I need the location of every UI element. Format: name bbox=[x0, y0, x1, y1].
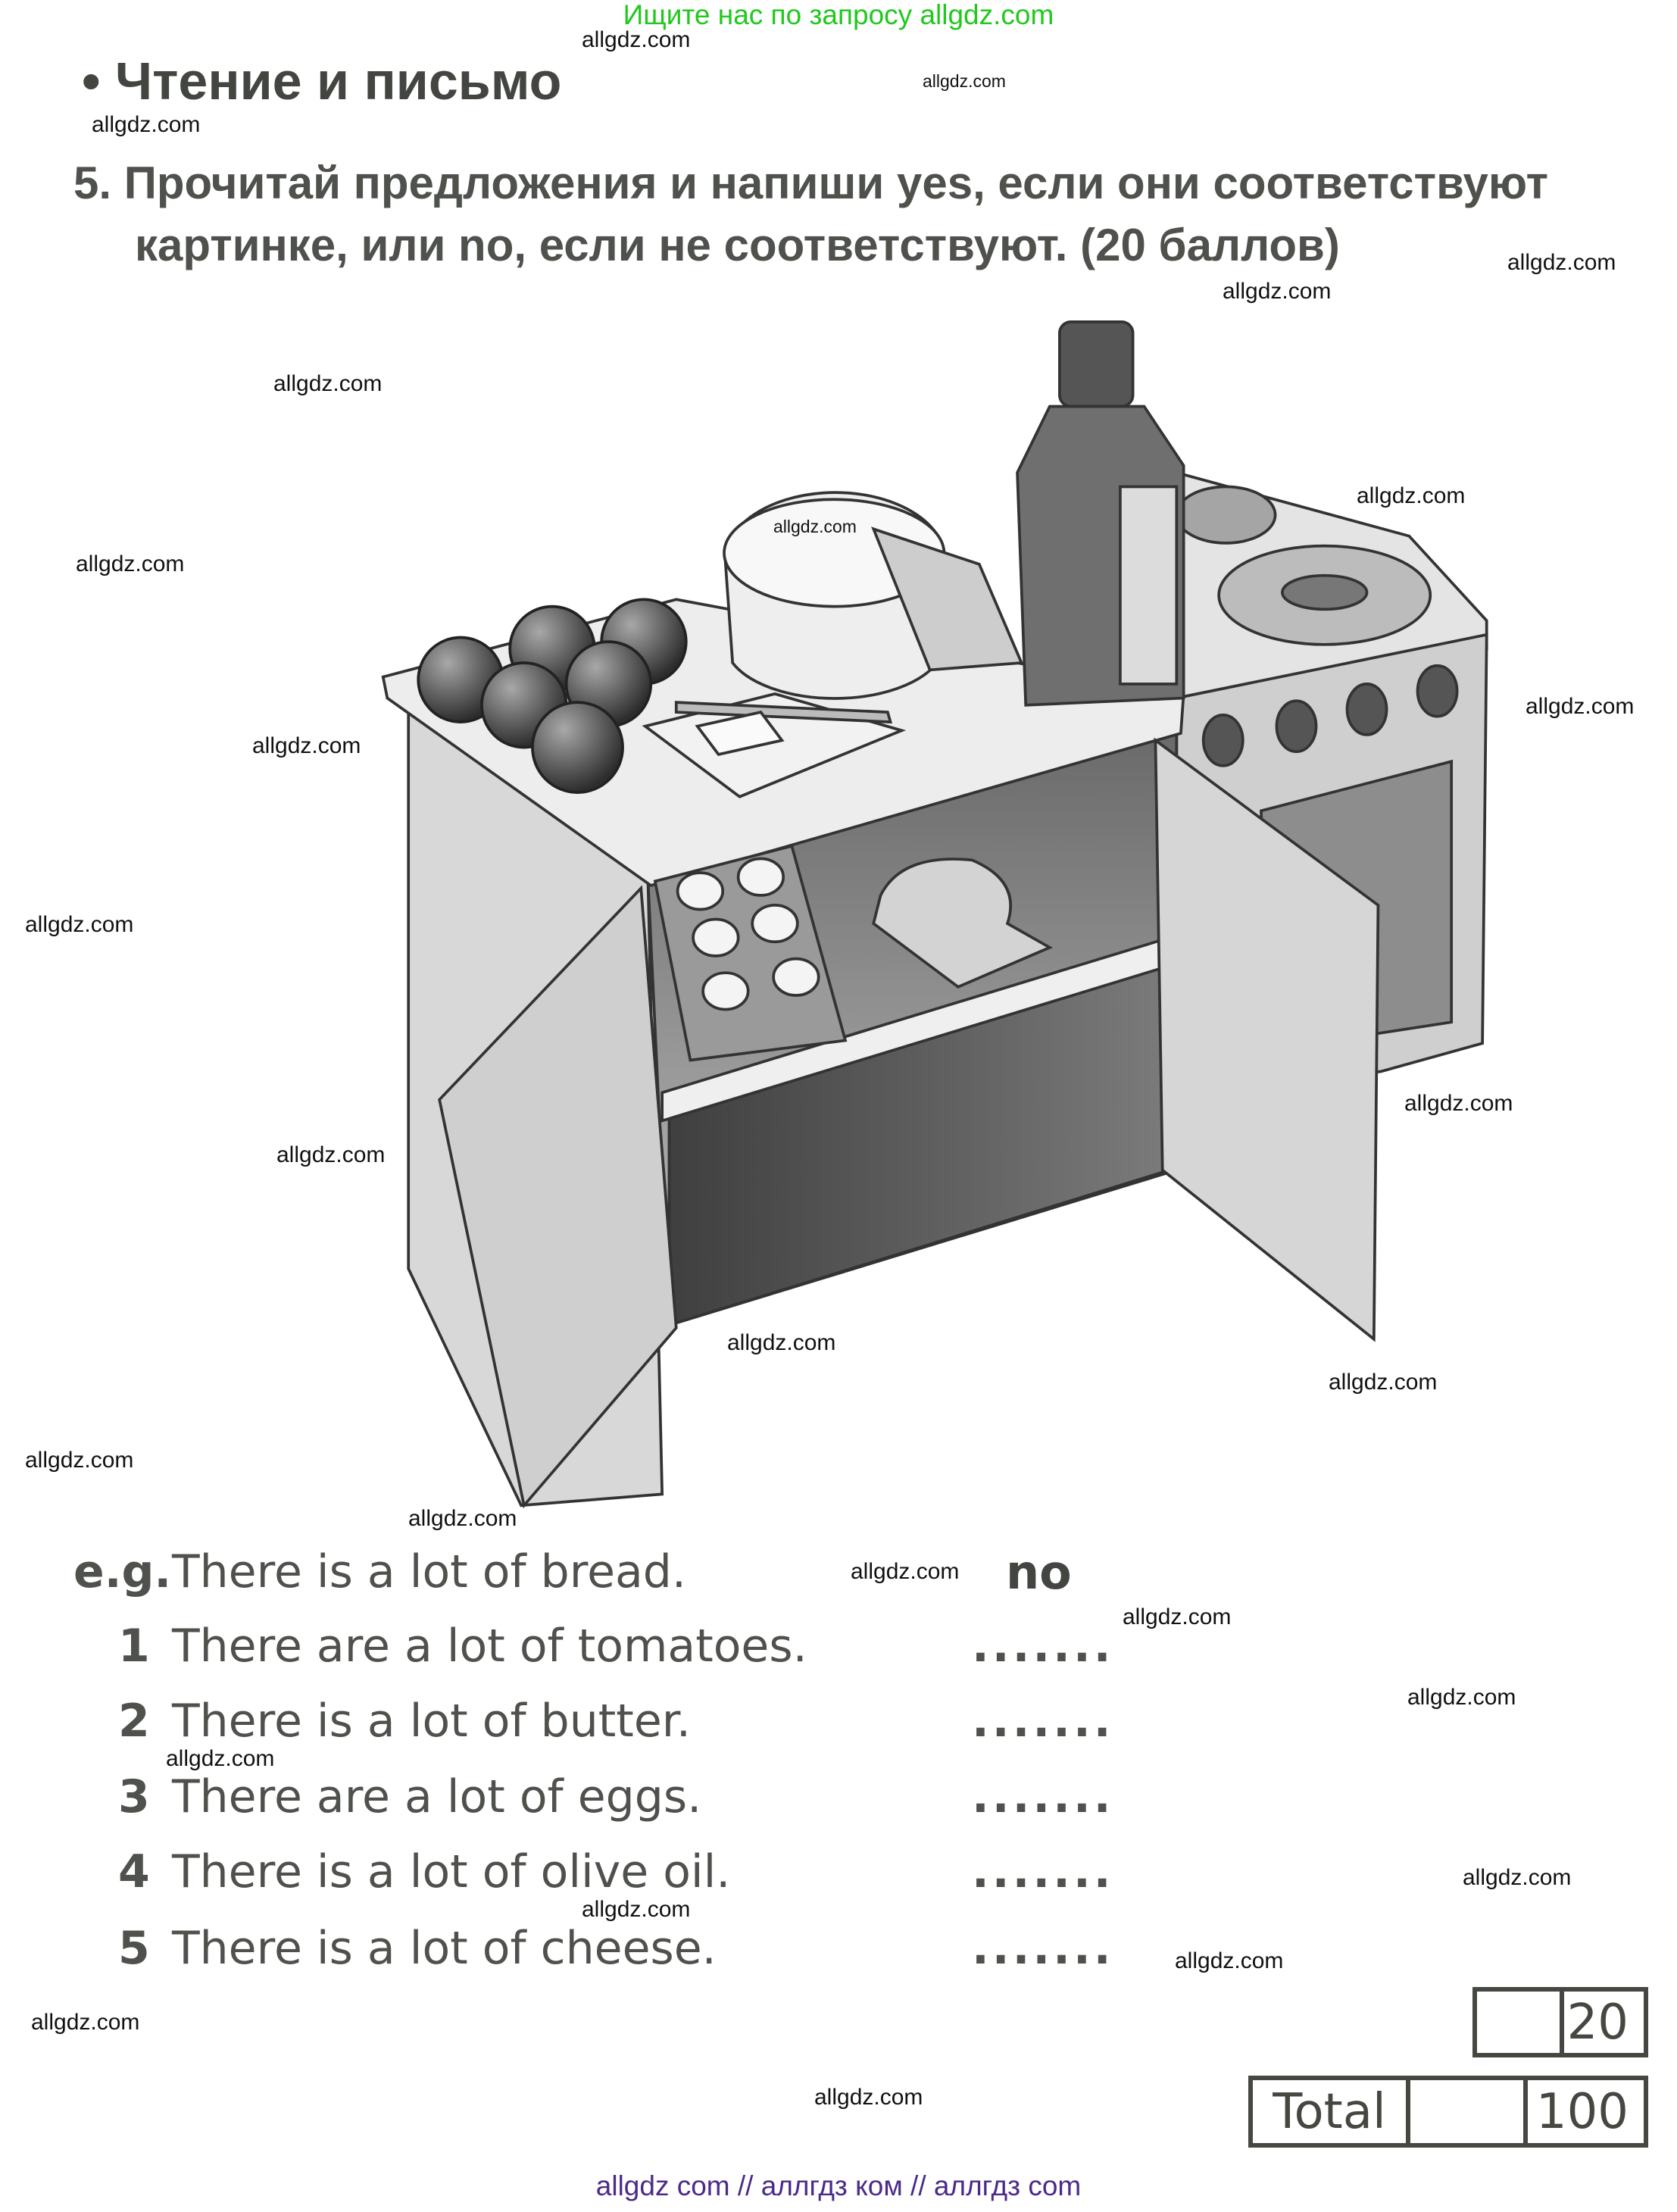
sentence-text: There is a lot of cheese. bbox=[172, 1922, 717, 1975]
watermark: allgdz.com bbox=[273, 371, 383, 396]
watermark: allgdz.com bbox=[1357, 483, 1466, 508]
watermark: allgdz.com bbox=[1507, 250, 1616, 275]
sentence-number: 4 bbox=[118, 1845, 150, 1898]
watermark: allgdz.com bbox=[727, 1330, 836, 1355]
task-instruction-line-2: картинке, или no, если не соответствуют.… bbox=[135, 220, 1340, 270]
section-title: • Чтение и письмо bbox=[82, 52, 562, 111]
watermark: allgdz.com bbox=[25, 912, 134, 937]
bread bbox=[872, 858, 1054, 989]
watermark: allgdz.com bbox=[408, 1506, 517, 1531]
answer-field[interactable]: ....... bbox=[972, 1922, 1114, 1975]
sentence-text: There are a lot of eggs. bbox=[172, 1770, 702, 1823]
egg-tray bbox=[653, 844, 848, 1062]
sentence-number: 1 bbox=[118, 1620, 150, 1673]
watermark: allgdz.com bbox=[1223, 279, 1332, 304]
watermark: allgdz.com bbox=[166, 1746, 275, 1771]
answer-field[interactable]: ....... bbox=[972, 1770, 1114, 1823]
watermark: allgdz.com bbox=[582, 27, 691, 52]
total-max: 100 bbox=[1535, 2083, 1629, 2140]
tomatoes bbox=[417, 598, 688, 794]
watermark: allgdz.com bbox=[773, 517, 857, 536]
cutting-board bbox=[642, 692, 907, 798]
total-label: Total bbox=[1253, 2080, 1410, 2143]
watermark: allgdz.com bbox=[1404, 1091, 1513, 1116]
sentence-number: e.g. bbox=[73, 1545, 172, 1598]
watermark: allgdz.com bbox=[923, 71, 1006, 91]
footer-links[interactable]: allgdz com // аллгдз ком // аллгдз com bbox=[595, 2170, 1082, 2201]
watermark: allgdz.com bbox=[1407, 1685, 1516, 1710]
example-answer: no bbox=[1006, 1545, 1072, 1600]
score-input[interactable] bbox=[1477, 1992, 1564, 2053]
watermark: allgdz.com bbox=[1463, 1865, 1572, 1890]
watermark: allgdz.com bbox=[25, 1448, 134, 1473]
top-banner[interactable]: Ищите нас по запросу allgdz.com bbox=[623, 0, 1054, 30]
kitchen-illustration bbox=[381, 320, 1488, 1508]
sentence-text: There is a lot of butter. bbox=[172, 1695, 691, 1748]
watermark: allgdz.com bbox=[31, 2010, 140, 2035]
watermark: allgdz.com bbox=[1175, 1948, 1284, 1973]
watermark: allgdz.com bbox=[582, 1897, 691, 1922]
answer-field[interactable]: ....... bbox=[972, 1845, 1114, 1898]
watermark: allgdz.com bbox=[276, 1142, 386, 1167]
sentence-number: 5 bbox=[118, 1922, 150, 1975]
watermark: allgdz.com bbox=[1526, 694, 1635, 719]
bottle bbox=[1016, 320, 1185, 707]
cheese bbox=[723, 491, 1024, 700]
watermark: allgdz.com bbox=[1329, 1370, 1438, 1395]
total-input[interactable] bbox=[1410, 2080, 1528, 2143]
watermark: allgdz.com bbox=[252, 733, 361, 758]
sentence-number: 2 bbox=[118, 1695, 150, 1748]
sentence-text: There are a lot of tomatoes. bbox=[172, 1620, 807, 1673]
watermark: allgdz.com bbox=[76, 551, 185, 576]
sentence-text: There is a lot of olive oil. bbox=[172, 1845, 731, 1898]
watermark: allgdz.com bbox=[814, 2085, 923, 2110]
watermark: allgdz.com bbox=[1123, 1604, 1232, 1629]
score-box: 20 bbox=[1472, 1987, 1648, 2057]
sentence-text: There is a lot of bread. bbox=[172, 1545, 686, 1598]
answer-field[interactable]: ....... bbox=[972, 1620, 1114, 1673]
sentence-number: 3 bbox=[118, 1770, 150, 1823]
watermark: allgdz.com bbox=[92, 112, 201, 137]
total-box: Total 100 bbox=[1248, 2076, 1648, 2148]
cabinet bbox=[381, 598, 1380, 1508]
answer-field[interactable]: ....... bbox=[972, 1695, 1114, 1748]
watermark: allgdz.com bbox=[851, 1559, 960, 1584]
task-instruction-line-1: 5. Прочитай предложения и напиши yes, ес… bbox=[73, 158, 1548, 208]
score-max: 20 bbox=[1566, 1994, 1629, 2051]
